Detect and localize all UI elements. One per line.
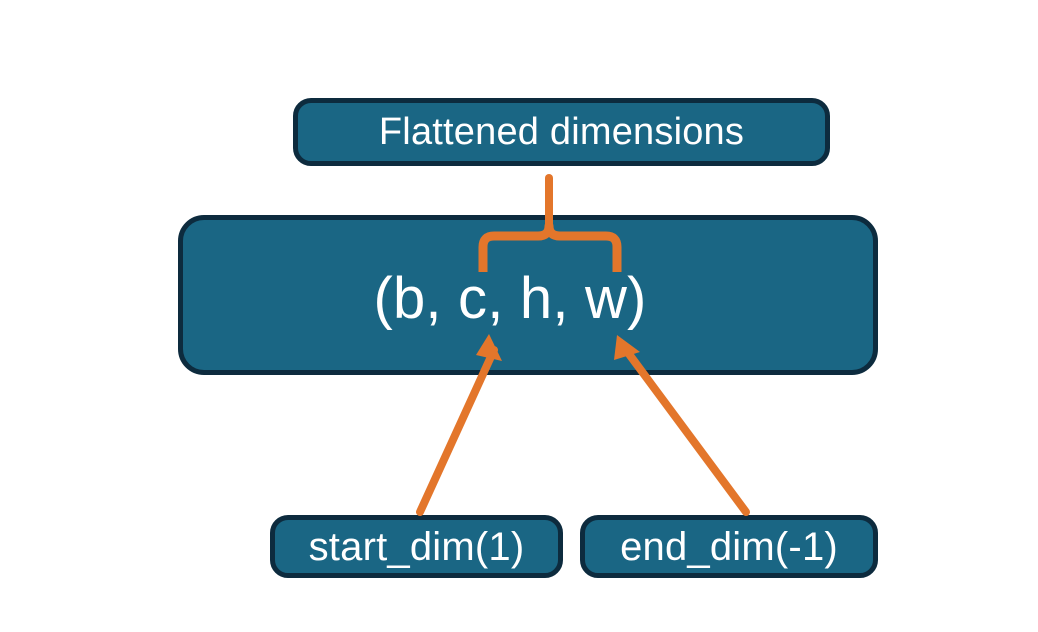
node-start-dim-label: start_dim(1) (308, 524, 525, 569)
node-tensor-shape[interactable]: (b, c, h, w) (178, 215, 878, 375)
node-end-dim[interactable]: end_dim(-1) (580, 515, 878, 578)
node-tensor-shape-label: (b, c, h, w) (373, 266, 647, 331)
node-flattened-dimensions[interactable]: Flattened dimensions (293, 98, 830, 166)
node-end-dim-label: end_dim(-1) (620, 524, 838, 569)
node-start-dim[interactable]: start_dim(1) (270, 515, 563, 578)
node-flattened-dimensions-label: Flattened dimensions (378, 111, 745, 153)
